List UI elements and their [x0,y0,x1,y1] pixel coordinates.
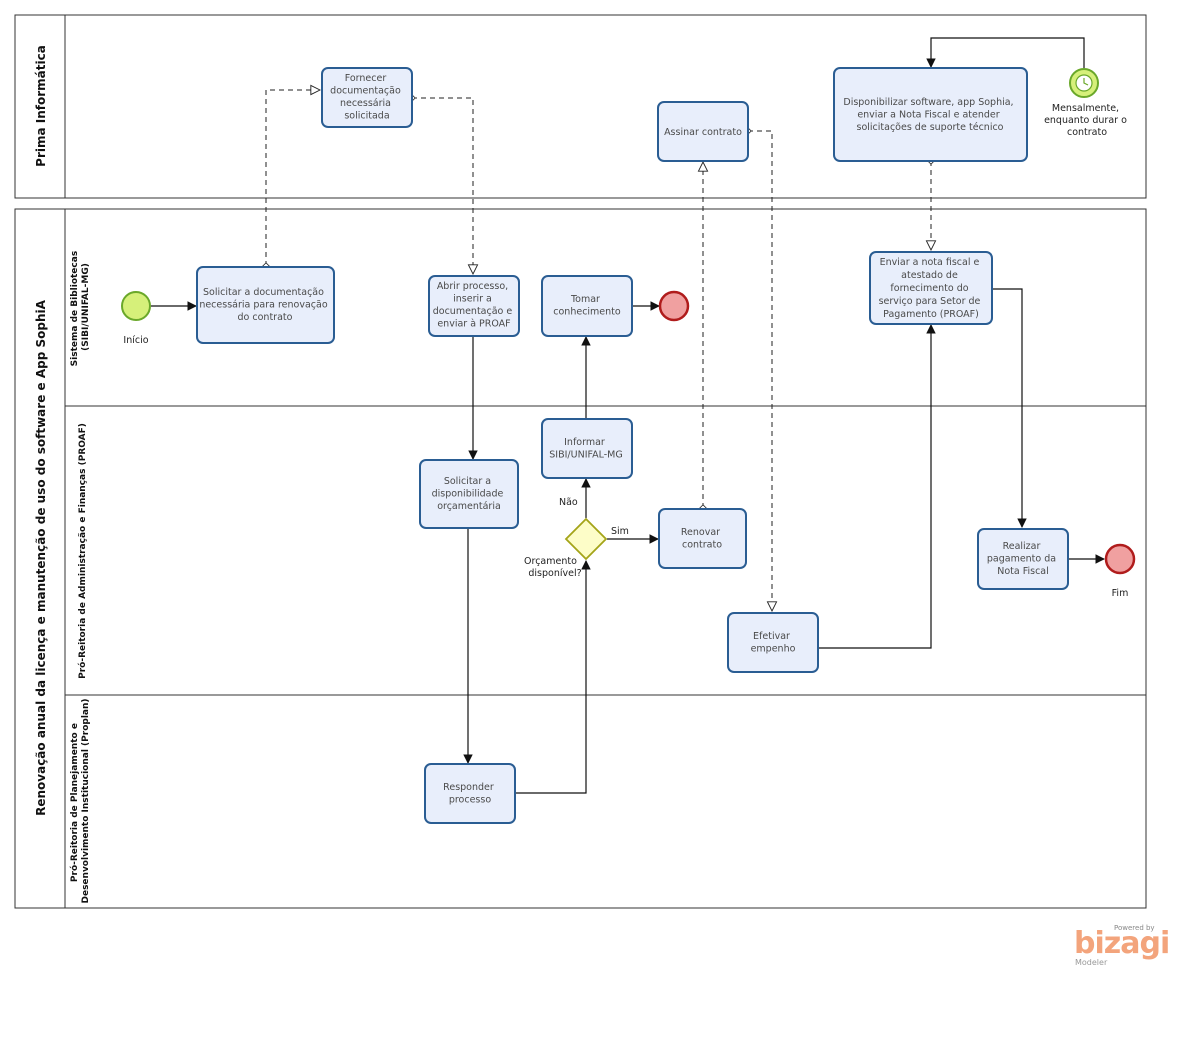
task-informar-sibi: Informar SIBI/UNIFAL-MG [541,418,633,479]
svg-text:Orçamento disponível?: Orçamento disponível? [524,556,582,579]
task-tomar-conhecimento: Tomar conhecimento [541,275,633,337]
task-disponibilizar-software: Disponibilizar software, app Sophia, env… [833,67,1028,162]
lane-title-proaf: Pró-Reitoria de Administração e Finanças… [77,423,88,679]
task-solicitar-documentacao: Solicitar a documentação necessária para… [196,266,335,344]
start-event: Início [121,291,151,346]
svg-text:Enviar a nota fiscal e a: Enviar a nota fiscal e atestado de forne… [879,257,984,320]
svg-text:Responder processo: Responder processo [443,782,497,806]
sequence-flows [151,37,1105,794]
svg-text:Abrir processo, inserir: Abrir processo, inserir a documentação e… [433,281,516,330]
pool-title-prima: Prima Informática [34,45,48,167]
lane-title-sibi: Sistema de Bibliotecas (SIBI/UNIFAL-MG) [70,248,91,367]
timer-event: Mensalmente, enquanto durar o contrato [1044,68,1130,138]
svg-text:Fornecer documentação: Fornecer documentação necessária solicit… [330,73,404,122]
task-renovar-contrato: Renovar contrato [658,508,747,569]
end-event-fim: Fim [1104,543,1136,599]
lane-title-proplan: Pró-Reitoria de Planejamento e Desenvolv… [69,698,91,903]
svg-text:Solicitar a documentação: Solicitar a documentação necessária para… [199,287,330,323]
task-realizar-pagamento: Realizar pagamento da Nota Fiscal [977,528,1069,590]
task-efetivar-empenho: Efetivar empenho [727,612,819,673]
end-event-label: Fim [1112,588,1129,599]
svg-text:Tomar conhecimento: Tomar conhecimento [553,294,621,318]
task-solicitar-disponibilidade: Solicitar a disponibilidade orçamentária [419,459,519,529]
flow-enviar-nf-to-realizar [992,288,1027,528]
svg-text:Realizar pagamento da: Realizar pagamento da Nota Fiscal [987,541,1059,577]
task-enviar-nota-fiscal: Enviar a nota fiscal e atestado de forne… [869,251,993,325]
msg-fornecer-to-abrir [412,98,473,274]
brand-name: bizagi [1074,926,1170,961]
gateway-yes-label: Sim [611,526,629,537]
message-flows [266,90,931,611]
svg-text:Informar SIBI/UNIFAL-MG: Informar SIBI/UNIFAL-MG [549,437,622,461]
task-fornecer-documentacao: Fornecer documentação necessária solicit… [321,67,413,128]
msg-assinar-to-efetivar [748,131,772,611]
flow-efetivar-to-enviar-nf [818,324,936,649]
msg-solicitar-to-fornecer [266,90,320,266]
svg-text:Efetivar empenho: Efetivar empenho [751,631,796,655]
brand-sub: Modeler [1075,958,1108,967]
flow-timer-to-disponibilizar [926,37,1085,68]
svg-text:Disponibilizar software, app S: Disponibilizar software, app Sophia, env… [843,97,1016,133]
svg-text:Renovar contrato: Renovar contrato [681,527,723,551]
brand-powered-text: Powered by [1114,924,1155,932]
flow-responder-to-gateway [516,560,591,794]
start-event-label: Início [123,335,148,346]
pool-title-main: Renovação anual da licença e manutenção … [34,299,48,816]
task-responder-processo: Responder processo [424,763,516,824]
svg-text:Solicitar a disponibilid: Solicitar a disponibilidade orçamentária [432,476,507,512]
svg-text:Assinar contrato: Assinar contrato [664,127,742,138]
task-abrir-processo: Abrir processo, inserir a documentação e… [428,275,520,337]
gateway-no-label: Não [559,497,578,508]
task-assinar-contrato: Assinar contrato [657,101,749,162]
end-event-sibi [658,290,690,322]
svg-text:Mensalmente, enquanto du: Mensalmente, enquanto durar o contrato [1044,103,1130,138]
gateway-orcamento: Orçamento disponível? Sim Não [524,497,629,579]
